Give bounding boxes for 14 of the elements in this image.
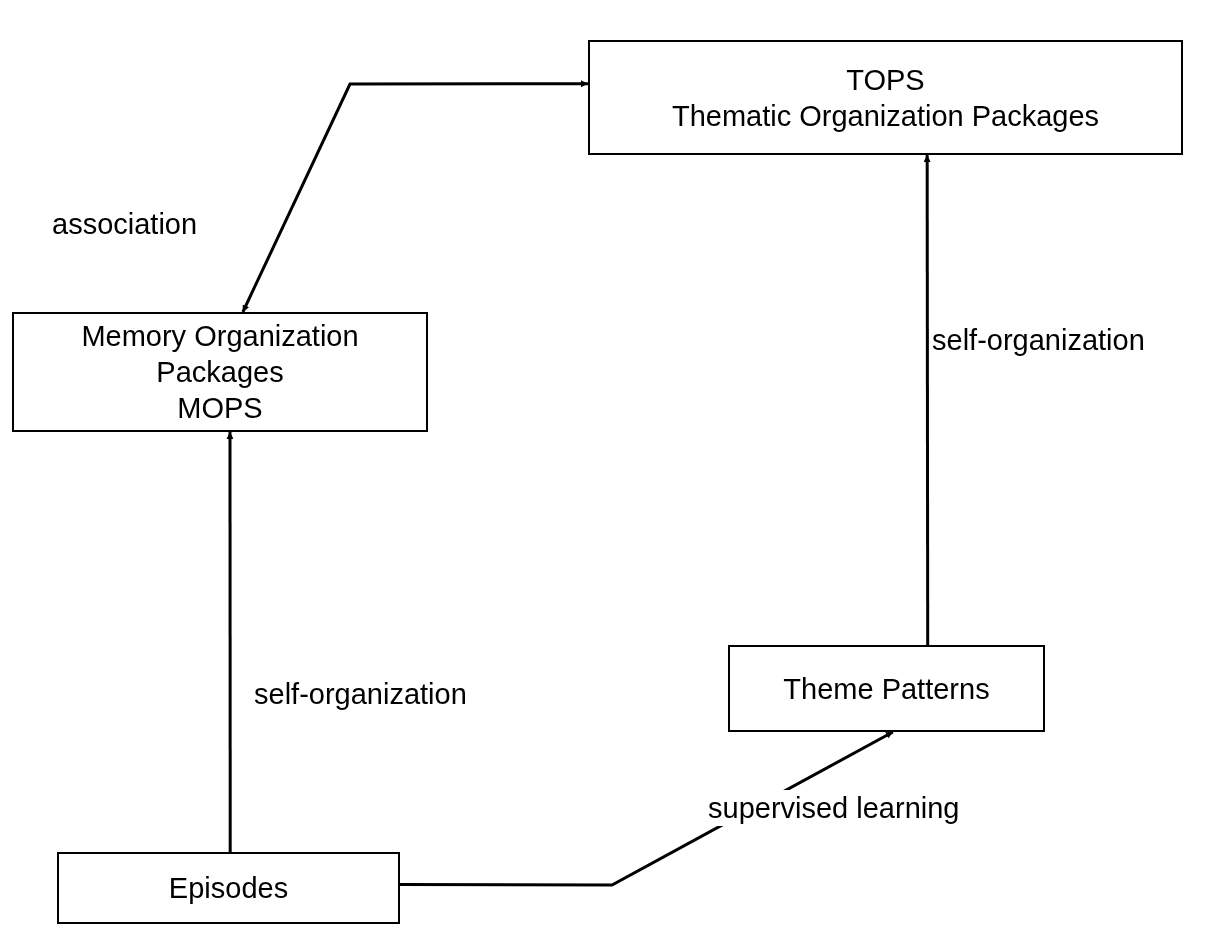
box-text: TOPS: [846, 62, 925, 98]
process-box: [12, 312, 428, 432]
box-text: MOPS: [177, 391, 263, 426]
arrow: [241, 80, 588, 313]
arrow: [923, 155, 931, 645]
box-text: Episodes: [168, 871, 289, 906]
process-box: [57, 852, 400, 924]
process-box: [728, 645, 1045, 732]
edge-label: supervised learning: [708, 790, 960, 826]
box-text: Memory Organization Packages: [80, 319, 360, 390]
box-text: Thematic Organization Packages: [671, 98, 1100, 134]
process-box: [588, 40, 1183, 155]
arrow: [226, 432, 234, 852]
box-text: Theme Patterns: [783, 671, 990, 707]
